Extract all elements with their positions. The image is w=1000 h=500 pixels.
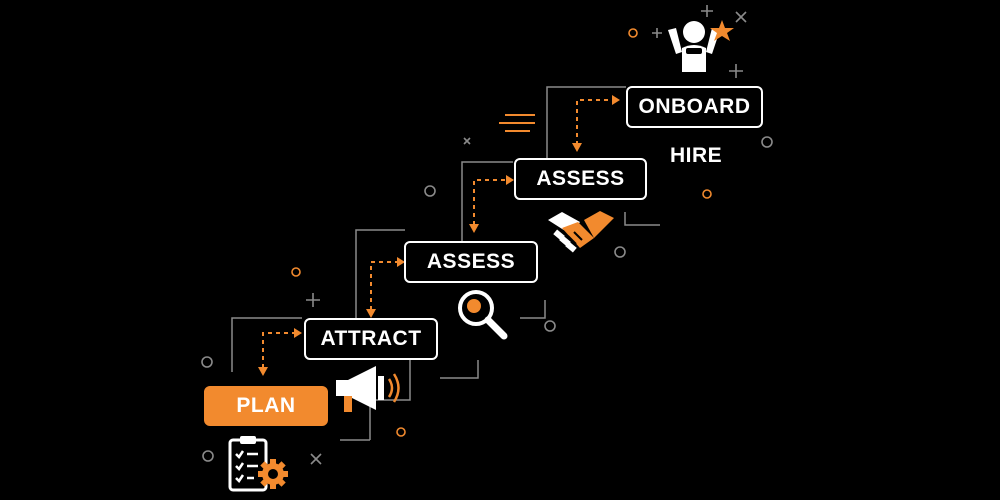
hire-label: HIRE [670, 144, 723, 167]
speed-lines-icon [499, 114, 535, 132]
megaphone-icon [336, 366, 400, 412]
person-star-icon [668, 20, 734, 72]
step-assess-1: ASSESS [404, 241, 538, 283]
step-attract: ATTRACT [304, 318, 438, 360]
stair-lines [231, 86, 660, 441]
clipboard-gear-icon [228, 436, 288, 492]
step-plan: PLAN [204, 386, 328, 426]
magnifier-icon [458, 290, 508, 340]
dashed-arrows [262, 99, 613, 368]
decor-circles [201, 28, 773, 462]
handshake-icon [548, 211, 614, 253]
arrow-heads [258, 95, 620, 376]
decor-marks [306, 5, 747, 465]
step-assess-2: ASSESS [514, 158, 647, 200]
step-onboard: ONBOARD [626, 86, 763, 128]
